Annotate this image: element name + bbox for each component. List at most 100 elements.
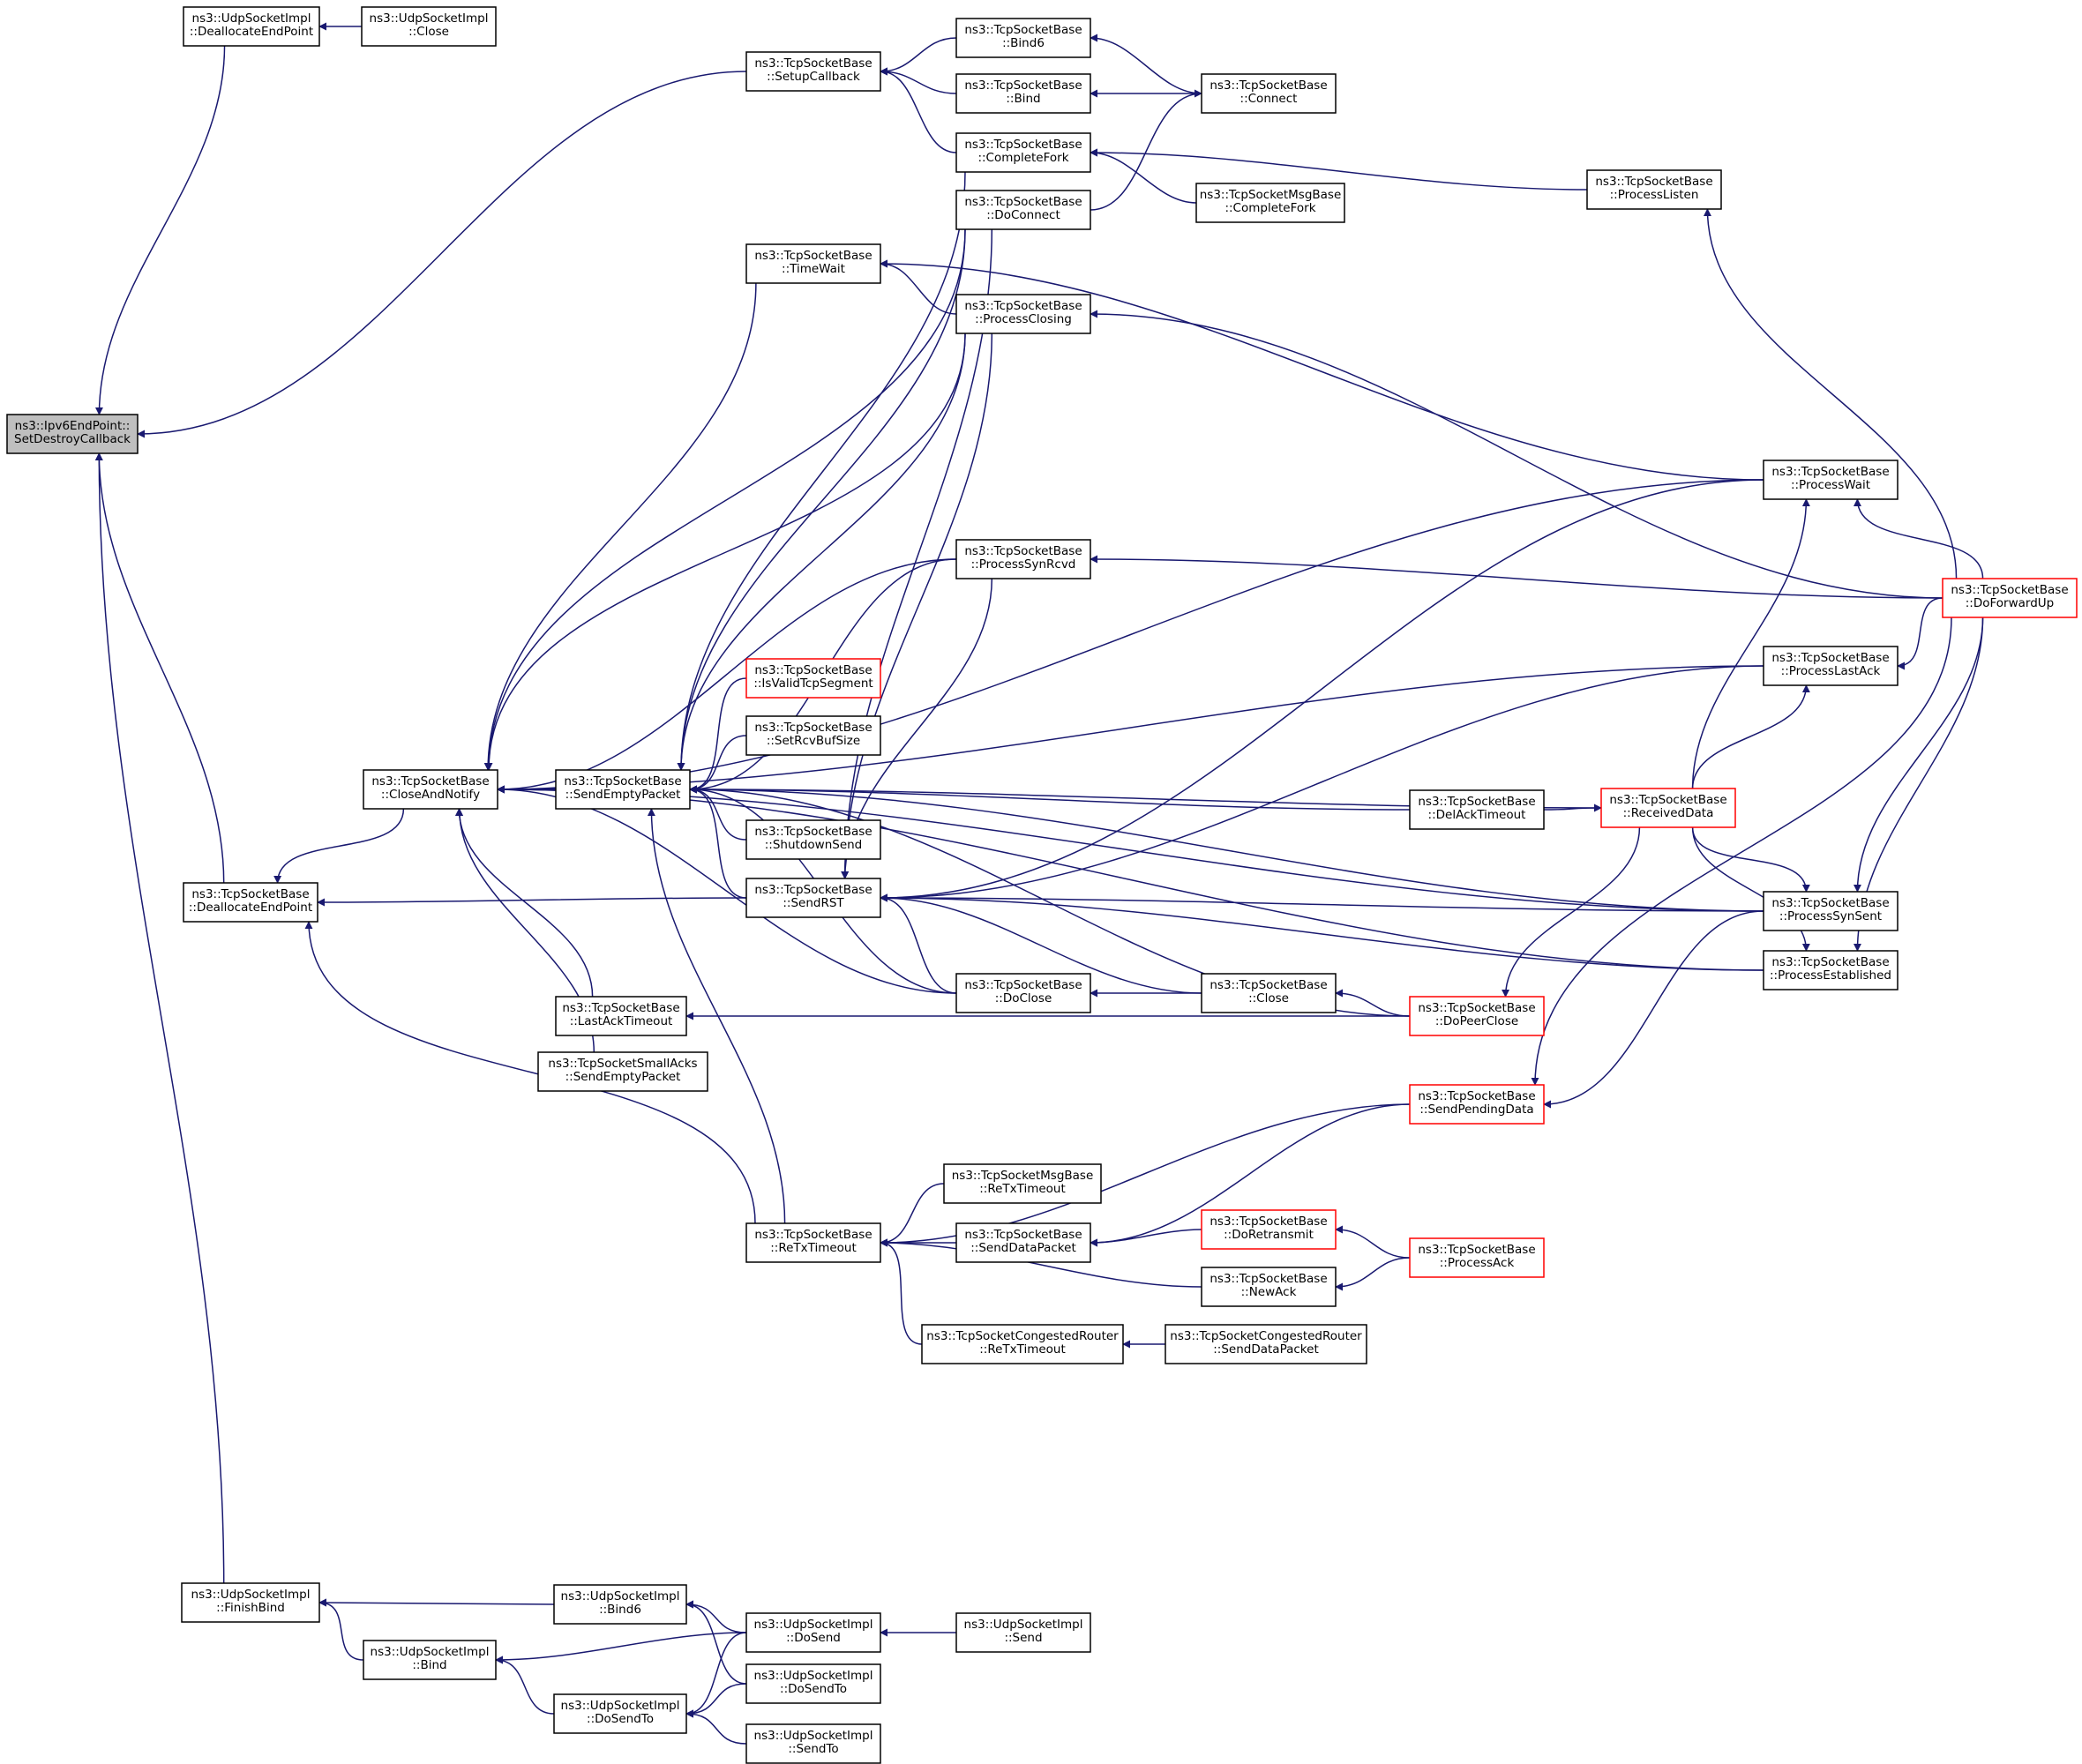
node-tcp_dopeerclose[interactable]: ns3::TcpSocketBase::DoPeerClose: [1409, 996, 1545, 1036]
node-box[interactable]: [1600, 788, 1736, 828]
node-tcp_close[interactable]: ns3::TcpSocketBase::Close: [1201, 973, 1337, 1013]
node-udp_send[interactable]: ns3::UdpSocketImpl::Send: [955, 1612, 1091, 1653]
node-tcp_setrcvbuf[interactable]: ns3::TcpSocketBase::SetRcvBufSize: [745, 715, 881, 756]
node-box[interactable]: [1586, 169, 1722, 210]
node-box[interactable]: [745, 658, 881, 699]
node-box[interactable]: [1201, 73, 1337, 114]
node-tcp_processwait[interactable]: ns3::TcpSocketBase::ProcessWait: [1763, 460, 1899, 500]
node-box[interactable]: [955, 1222, 1091, 1263]
node-box[interactable]: [745, 243, 881, 284]
node-udp_finishbind[interactable]: ns3::UdpSocketImpl::FinishBind: [181, 1582, 320, 1623]
node-box[interactable]: [1763, 950, 1899, 990]
node-tcp_connect[interactable]: ns3::TcpSocketBase::Connect: [1201, 73, 1337, 114]
node-box[interactable]: [955, 1612, 1091, 1653]
node-box[interactable]: [183, 882, 318, 923]
node-tcp_processsynrcvd[interactable]: ns3::TcpSocketBase::ProcessSynRcvd: [955, 539, 1091, 579]
node-udp_bind6[interactable]: ns3::UdpSocketImpl::Bind6: [553, 1584, 687, 1625]
node-box[interactable]: [183, 6, 320, 47]
node-box[interactable]: [745, 1612, 881, 1653]
node-tcp_bind[interactable]: ns3::TcpSocketBase::Bind: [955, 73, 1091, 114]
node-udp_dealloc[interactable]: ns3::UdpSocketImpl::DeallocateEndPoint: [183, 6, 320, 47]
node-box[interactable]: [1409, 789, 1545, 830]
node-tcp_receiveddata[interactable]: ns3::TcpSocketBase::ReceivedData: [1600, 788, 1736, 828]
node-box[interactable]: [955, 190, 1091, 230]
node-box[interactable]: [955, 73, 1091, 114]
node-box[interactable]: [1942, 578, 2078, 618]
node-smallacks_sendempty[interactable]: ns3::TcpSocketSmallAcks::SendEmptyPacket: [537, 1051, 708, 1092]
node-tcp_bind6[interactable]: ns3::TcpSocketBase::Bind6: [955, 18, 1091, 58]
node-box[interactable]: [745, 1663, 881, 1704]
node-box[interactable]: [1201, 1267, 1337, 1307]
node-box[interactable]: [943, 1163, 1102, 1204]
node-box[interactable]: [1201, 973, 1337, 1013]
node-tcp_closeandnotify[interactable]: ns3::TcpSocketBase::CloseAndNotify: [363, 769, 498, 810]
node-box[interactable]: [955, 973, 1091, 1013]
node-tcp_sendpending[interactable]: ns3::TcpSocketBase::SendPendingData: [1409, 1084, 1545, 1125]
node-box[interactable]: [745, 715, 881, 756]
node-tcp_newack[interactable]: ns3::TcpSocketBase::NewAck: [1201, 1267, 1337, 1307]
node-box[interactable]: [1195, 183, 1345, 223]
node-box[interactable]: [745, 51, 881, 92]
node-congested_senddata[interactable]: ns3::TcpSocketCongestedRouter::SendDataP…: [1165, 1324, 1367, 1364]
node-box[interactable]: [1201, 1209, 1337, 1250]
node-udp_dosendto[interactable]: ns3::UdpSocketImpl::DoSendTo: [553, 1693, 687, 1734]
node-tcp_doforwardup[interactable]: ns3::TcpSocketBase::DoForwardUp: [1942, 578, 2078, 618]
node-tcp_processlisten[interactable]: ns3::TcpSocketBase::ProcessListen: [1586, 169, 1722, 210]
node-box[interactable]: [921, 1324, 1124, 1364]
node-box[interactable]: [745, 1222, 881, 1263]
node-tcp_delack[interactable]: ns3::TcpSocketBase::DelAckTimeout: [1409, 789, 1545, 830]
node-udp_sendto[interactable]: ns3::UdpSocketImpl::SendTo: [745, 1723, 881, 1764]
node-tcp_shutdownsend[interactable]: ns3::TcpSocketBase::ShutdownSend: [745, 819, 881, 860]
node-tcp_doconnect[interactable]: ns3::TcpSocketBase::DoConnect: [955, 190, 1091, 230]
node-tcp_doclose[interactable]: ns3::TcpSocketBase::DoClose: [955, 973, 1091, 1013]
node-tcp_processlastack[interactable]: ns3::TcpSocketBase::ProcessLastAck: [1763, 646, 1899, 686]
node-tcp_sendrst[interactable]: ns3::TcpSocketBase::SendRST: [745, 878, 881, 918]
node-box[interactable]: [363, 769, 498, 810]
node-box[interactable]: [1409, 1237, 1545, 1278]
node-box[interactable]: [555, 996, 687, 1036]
node-box[interactable]: [6, 414, 139, 454]
node-box[interactable]: [955, 294, 1091, 334]
node-box[interactable]: [1165, 1324, 1367, 1364]
node-tcp_senddatapacket[interactable]: ns3::TcpSocketBase::SendDataPacket: [955, 1222, 1091, 1263]
node-box[interactable]: [553, 1693, 687, 1734]
node-tcp_processestablished[interactable]: ns3::TcpSocketBase::ProcessEstablished: [1763, 950, 1899, 990]
node-udp_dosendto2[interactable]: ns3::UdpSocketImpl::DoSendTo: [745, 1663, 881, 1704]
node-udp_dosend[interactable]: ns3::UdpSocketImpl::DoSend: [745, 1612, 881, 1653]
node-box[interactable]: [955, 18, 1091, 58]
node-box[interactable]: [361, 6, 497, 47]
node-tcp_lastacktimeout[interactable]: ns3::TcpSocketBase::LastAckTimeout: [555, 996, 687, 1036]
node-tcp_dealloc[interactable]: ns3::TcpSocketBase::DeallocateEndPoint: [183, 882, 318, 923]
node-udp_close[interactable]: ns3::UdpSocketImpl::Close: [361, 6, 497, 47]
node-tcp_setup[interactable]: ns3::TcpSocketBase::SetupCallback: [745, 51, 881, 92]
node-box[interactable]: [955, 539, 1091, 579]
node-box[interactable]: [537, 1051, 708, 1092]
node-box[interactable]: [745, 878, 881, 918]
node-tcp_processsynsent[interactable]: ns3::TcpSocketBase::ProcessSynSent: [1763, 891, 1899, 931]
node-box[interactable]: [1409, 996, 1545, 1036]
node-box[interactable]: [1763, 460, 1899, 500]
node-box[interactable]: [555, 769, 691, 810]
node-box[interactable]: [1763, 891, 1899, 931]
node-tcp_doretransmit[interactable]: ns3::TcpSocketBase::DoRetransmit: [1201, 1209, 1337, 1250]
node-tcp_processack[interactable]: ns3::TcpSocketBase::ProcessAck: [1409, 1237, 1545, 1278]
node-box[interactable]: [363, 1640, 497, 1680]
node-msg_completefork[interactable]: ns3::TcpSocketMsgBase::CompleteFork: [1195, 183, 1345, 223]
node-tcp_retx[interactable]: ns3::TcpSocketBase::ReTxTimeout: [745, 1222, 881, 1263]
node-congested_retx[interactable]: ns3::TcpSocketCongestedRouter::ReTxTimeo…: [921, 1324, 1124, 1364]
node-box[interactable]: [181, 1582, 320, 1623]
node-tcp_timewait[interactable]: ns3::TcpSocketBase::TimeWait: [745, 243, 881, 284]
node-box[interactable]: [745, 1723, 881, 1764]
node-tcp_isvalid[interactable]: ns3::TcpSocketBase::IsValidTcpSegment: [745, 658, 881, 699]
node-box[interactable]: [955, 132, 1091, 173]
node-tcp_processclosing[interactable]: ns3::TcpSocketBase::ProcessClosing: [955, 294, 1091, 334]
node-box[interactable]: [745, 819, 881, 860]
node-udp_bind[interactable]: ns3::UdpSocketImpl::Bind: [363, 1640, 497, 1680]
node-tcp_completefork[interactable]: ns3::TcpSocketBase::CompleteFork: [955, 132, 1091, 173]
node-box[interactable]: [1763, 646, 1899, 686]
node-box[interactable]: [1409, 1084, 1545, 1125]
node-box[interactable]: [553, 1584, 687, 1625]
node-msg_retx[interactable]: ns3::TcpSocketMsgBase::ReTxTimeout: [943, 1163, 1102, 1204]
node-tcp_sendempty[interactable]: ns3::TcpSocketBase::SendEmptyPacket: [555, 769, 691, 810]
node-root[interactable]: ns3::Ipv6EndPoint::SetDestroyCallback: [6, 414, 139, 454]
